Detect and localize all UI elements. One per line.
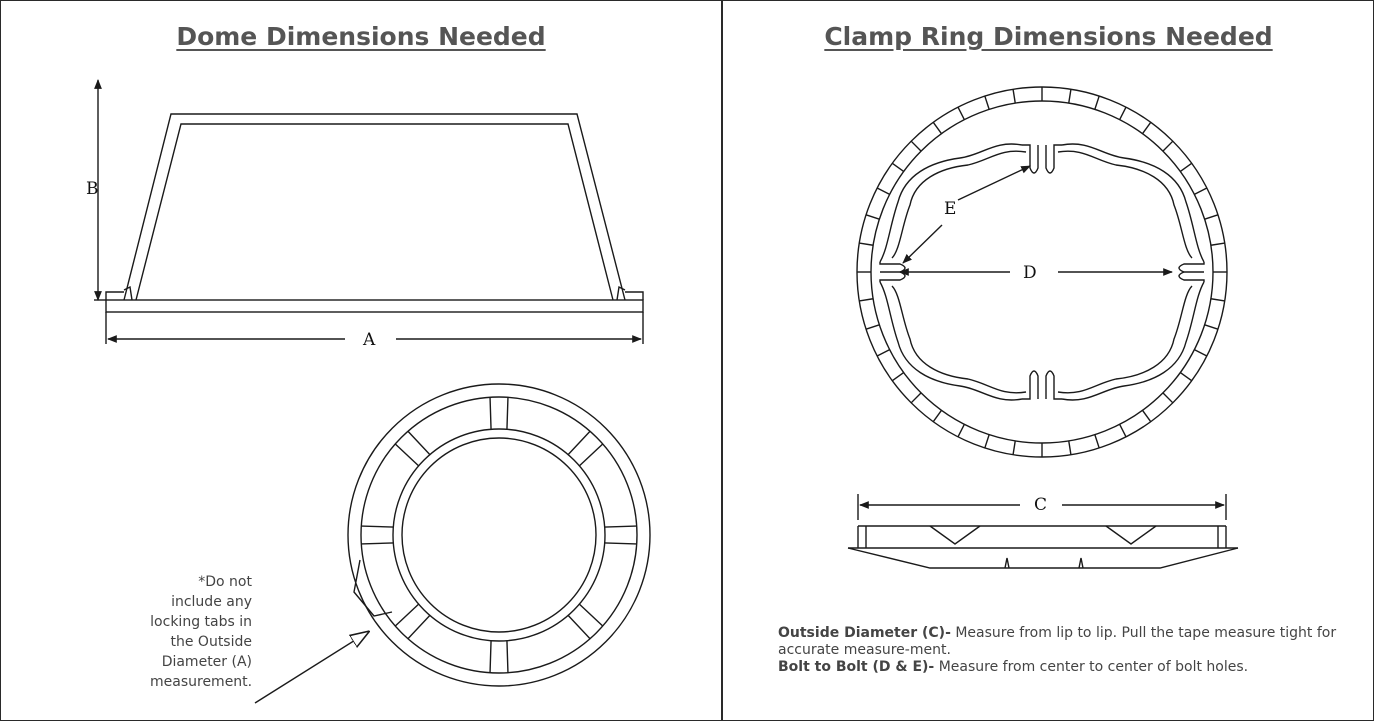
ring-segment-tick — [1094, 434, 1100, 449]
ring-segment-tick — [1162, 392, 1174, 404]
outside-diameter-instruction: Outside Diameter (C)- Measure from lip t… — [778, 625, 1338, 659]
dome-rib — [489, 640, 509, 673]
ring-segment-tick — [865, 324, 880, 330]
ring-segment-tick — [1179, 162, 1193, 173]
clamp-ring-dimensions-title: Clamp Ring Dimensions Needed — [824, 22, 1273, 51]
ring-segment-tick — [910, 140, 922, 152]
dome-locking-tab — [353, 559, 393, 617]
ring-segment-tick — [1119, 106, 1127, 120]
ring-segment-tick — [1012, 440, 1016, 455]
dimension-b — [94, 79, 106, 301]
ring-segment-tick — [1141, 409, 1152, 423]
clamp-ring-side-view — [847, 525, 1239, 569]
ring-segment-tick — [1119, 424, 1127, 438]
outside-diameter-heading: Outside Diameter (C)- — [778, 625, 951, 641]
ring-segment-tick — [1094, 95, 1100, 110]
dome-rib — [567, 603, 604, 640]
dimension-a — [105, 312, 644, 344]
ring-segment-tick — [984, 434, 990, 449]
ring-segment-tick — [891, 162, 905, 173]
ring-segment-tick — [1204, 324, 1219, 330]
dimension-c-label: C — [1034, 495, 1047, 515]
ring-segment-tick — [984, 95, 990, 110]
ring-segment-tick — [1204, 214, 1219, 220]
dimension-e — [902, 165, 1031, 264]
ring-segment-tick — [910, 392, 922, 404]
ring-segment-tick — [865, 214, 880, 220]
bolt-to-bolt-text: Measure from center to center of bolt ho… — [934, 659, 1249, 675]
panel-divider — [721, 0, 723, 721]
ring-segment-tick — [876, 187, 890, 195]
dome-rib — [604, 525, 637, 545]
measurement-instructions: Outside Diameter (C)- Measure from lip t… — [778, 625, 1338, 676]
ring-segment-tick — [1179, 371, 1193, 382]
ring-segment-tick — [859, 298, 874, 302]
ring-segment-tick — [859, 242, 874, 246]
ring-segment-tick — [957, 424, 965, 438]
ring-segment-tick — [932, 121, 943, 135]
ring-segment-tick — [1194, 349, 1208, 357]
ring-segment-tick — [932, 409, 943, 423]
locking-tabs-note: *Do not include any locking tabs in the … — [150, 574, 253, 690]
dome-rib — [394, 430, 431, 467]
ring-segment-tick — [1194, 187, 1208, 195]
ring-segment-tick — [891, 371, 905, 382]
dome-ribs — [361, 397, 637, 673]
ring-segment-tick — [1210, 242, 1225, 246]
ring-segment-tick — [957, 106, 965, 120]
dome-side-view — [105, 113, 644, 313]
dimension-c — [857, 494, 1227, 520]
dome-rib — [489, 397, 509, 430]
dimension-b-label: B — [86, 179, 99, 199]
dimension-a-label: A — [362, 330, 376, 350]
dome-rib — [567, 430, 604, 467]
note-pointer-arrow — [254, 632, 368, 704]
ring-segment-tick — [1210, 298, 1225, 302]
ring-segment-tick — [1012, 89, 1016, 104]
ring-segment-tick — [876, 349, 890, 357]
dimension-e-label: E — [944, 199, 956, 219]
ring-segment-tick — [1068, 89, 1072, 104]
outside-diameter-text: Measure from lip to lip. Pull the tape m… — [778, 625, 1337, 658]
dimension-d-label: D — [1023, 263, 1037, 283]
ring-segment-tick — [1141, 121, 1152, 135]
ring-segment-tick — [1068, 440, 1072, 455]
clamp-ring-segments — [857, 87, 1227, 457]
dome-dimensions-title: Dome Dimensions Needed — [176, 22, 546, 51]
dome-top-view — [347, 383, 651, 687]
ring-segment-tick — [1162, 140, 1174, 152]
bolt-to-bolt-heading: Bolt to Bolt (D & E)- — [778, 659, 935, 675]
dome-rib — [361, 525, 394, 545]
dome-rib — [394, 603, 431, 640]
bolt-to-bolt-instruction: Bolt to Bolt (D & E)- Measure from cente… — [778, 659, 1338, 676]
